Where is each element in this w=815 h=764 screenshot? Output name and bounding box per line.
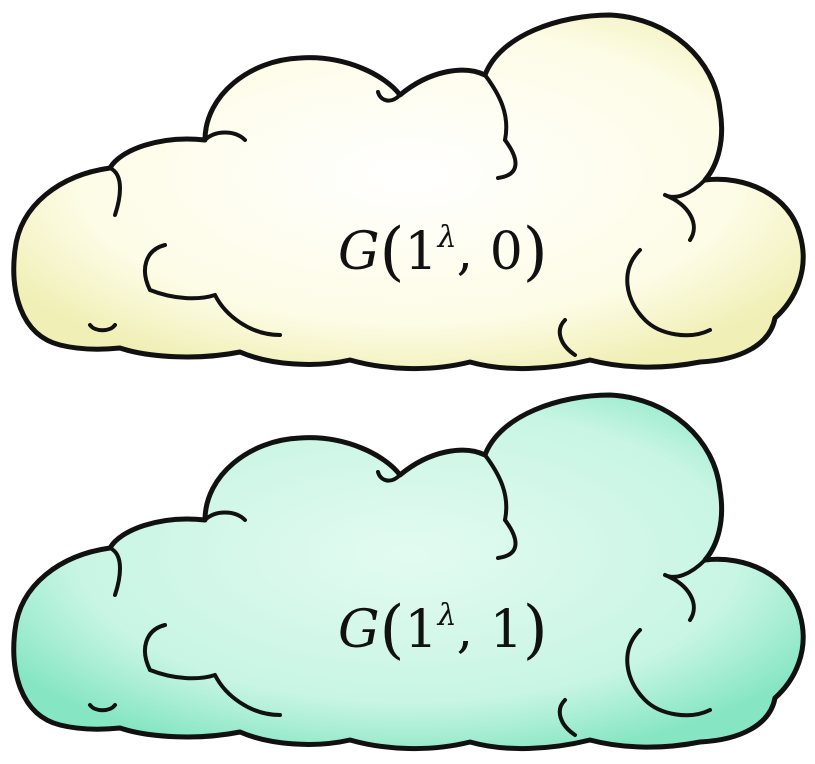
label-arg1-sup: λ: [437, 598, 457, 633]
label-arg2: 1: [489, 600, 523, 660]
label-func: G: [338, 222, 380, 282]
label-sep: ,: [456, 600, 474, 660]
label-func: G: [338, 600, 380, 660]
label-arg1-base: 1: [404, 600, 438, 660]
cloud-bottom-body: [11, 392, 806, 752]
cloud-top: [11, 12, 806, 372]
label-arg1-base: 1: [404, 222, 438, 282]
label-arg2: 0: [489, 222, 523, 282]
label-arg1-sup: λ: [437, 220, 457, 255]
cloud-bottom-detail: [88, 453, 712, 737]
cloud-top-body: [11, 12, 806, 372]
cloud-bottom: [11, 392, 806, 752]
cloud-bottom-label: G(1λ, 1): [338, 593, 548, 667]
cloud-top-label: G(1λ, 0): [338, 215, 548, 289]
label-sep: ,: [456, 222, 474, 282]
cloud-top-detail: [88, 73, 712, 357]
